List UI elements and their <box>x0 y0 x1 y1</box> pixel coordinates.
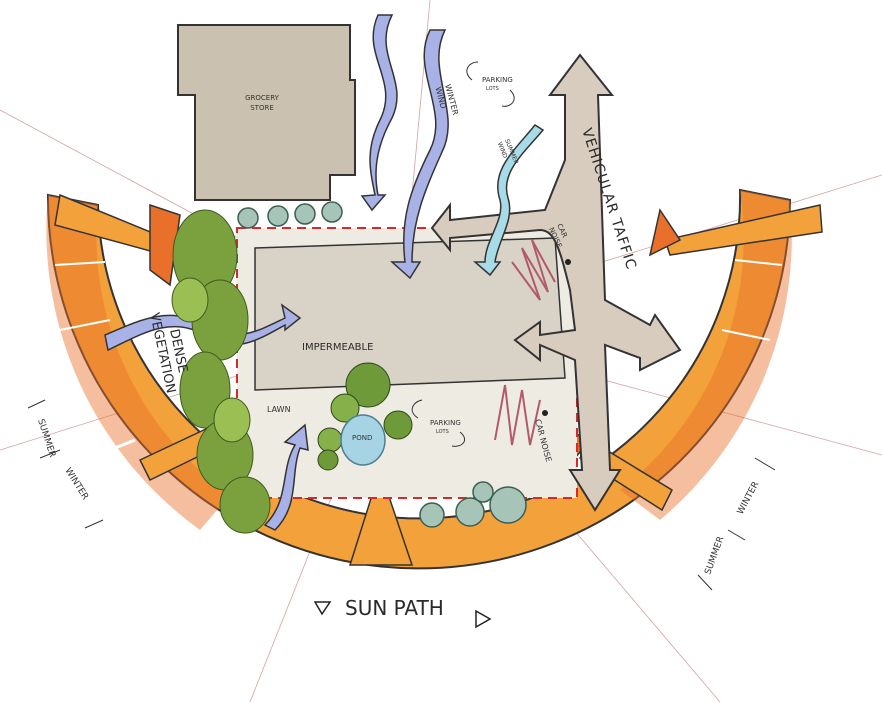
car-noise-top <box>511 239 571 301</box>
svg-text:LOTS: LOTS <box>486 86 499 92</box>
winter-label-left: WINTER <box>62 466 89 502</box>
teal-trees <box>237 201 527 528</box>
grocery-store-label: GROCERY STORE <box>245 94 280 112</box>
vehicular-traffic-arrow <box>430 53 682 512</box>
lawn-label: LAWN <box>267 405 291 414</box>
svg-text:PARKING: PARKING <box>482 76 513 84</box>
grocery-store-building <box>177 24 356 201</box>
sun-path-label: SUN PATH <box>313 596 492 629</box>
parking-arrows <box>411 61 515 447</box>
winter-label-right: WINTER <box>736 480 762 516</box>
svg-text:SUN PATH: SUN PATH <box>345 596 444 620</box>
car-noise-bottom <box>494 384 548 446</box>
season-markers <box>27 399 776 591</box>
svg-text:STORE: STORE <box>250 104 274 112</box>
summer-label-right: SUMMER <box>703 535 726 576</box>
lawn-trees <box>317 362 413 471</box>
svg-text:LOTS: LOTS <box>436 429 449 435</box>
svg-text:GROCERY: GROCERY <box>245 94 280 102</box>
impermeable-label: IMPERMEABLE <box>302 342 373 353</box>
svg-text:PARKING: PARKING <box>430 419 461 427</box>
parking-lots-label-bottom: PARKING LOTS <box>430 419 461 435</box>
pond-label: POND <box>352 434 372 442</box>
parking-lots-label-top: PARKING LOTS <box>482 76 513 92</box>
dense-vegetation <box>171 209 271 534</box>
summer-wind-arrow <box>472 124 545 277</box>
pond <box>340 414 386 466</box>
